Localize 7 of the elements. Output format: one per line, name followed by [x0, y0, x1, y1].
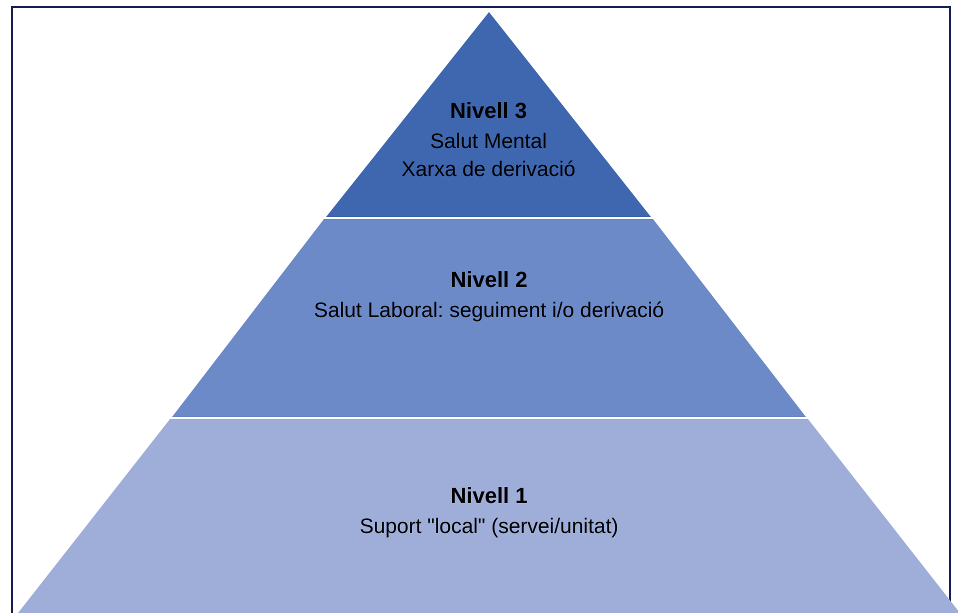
level-heading: Nivell 1: [450, 483, 528, 510]
level-heading: Nivell 2: [450, 267, 528, 294]
level-description: Suport "local" (servei/unitat): [360, 514, 618, 540]
level-description: Salut Mental: [430, 129, 547, 156]
level-description: Salut Laboral: seguiment i/o derivació: [314, 298, 664, 324]
level-description: Xarxa de derivació: [402, 156, 576, 183]
level-heading: Nivell 3: [450, 98, 528, 124]
